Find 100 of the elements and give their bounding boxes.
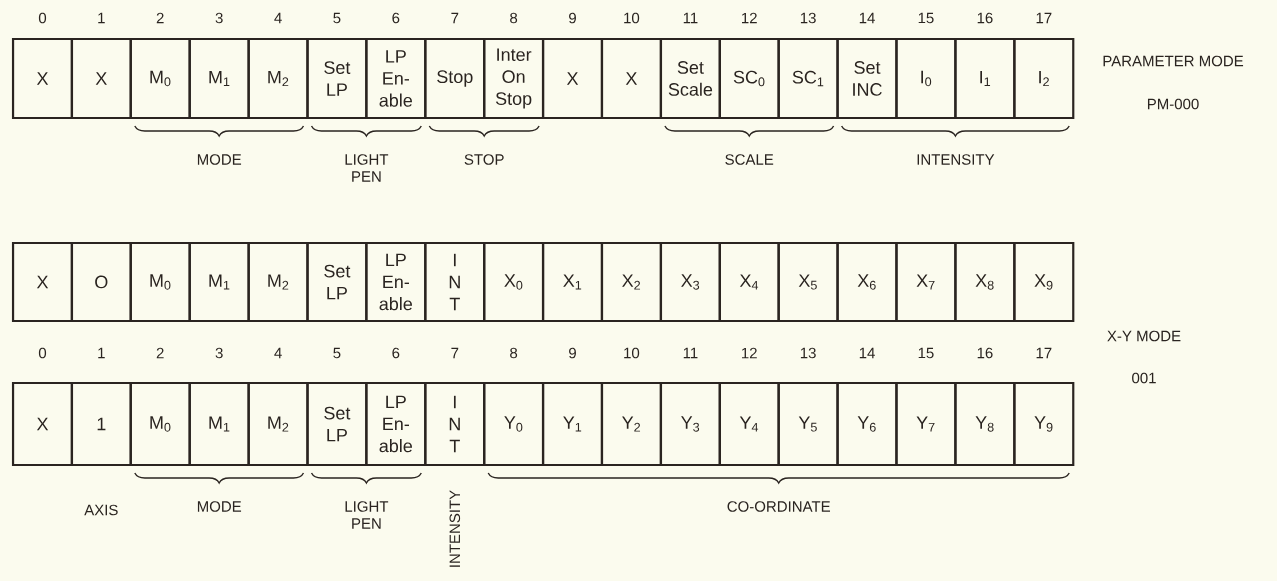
bit-number: 0 <box>38 12 47 24</box>
bit-number: 10 <box>624 12 640 24</box>
bit-cell: O <box>70 241 132 323</box>
bit-cell: X <box>11 241 74 323</box>
bit-cell: Inter On Stop <box>483 37 545 120</box>
bit-cell: X <box>11 381 74 467</box>
field-label: SCALE <box>725 154 774 165</box>
bit-cell: Y$_{6}$ <box>836 381 898 467</box>
bit-number: 8 <box>510 347 518 359</box>
field-label: CO-ORDINATE <box>727 501 830 512</box>
bit-cell: X$_{2}$ <box>600 241 662 323</box>
bit-cell: M$_{2}$ <box>247 37 309 120</box>
bit-number: 15 <box>918 347 934 359</box>
bit-cell: X$_{8}$ <box>954 241 1016 323</box>
bit-cell: X$_{5}$ <box>777 241 839 323</box>
mode-label: PARAMETER MODE <box>1103 55 1244 67</box>
bit-number: 1 <box>98 347 105 359</box>
bit-number: 15 <box>918 12 934 24</box>
bit-cell: Set INC <box>836 37 898 120</box>
bit-cell: X$_{1}$ <box>541 241 604 323</box>
bit-number: 9 <box>569 12 576 24</box>
bit-cell: X$_{7}$ <box>895 241 957 323</box>
bit-number: 8 <box>510 12 518 24</box>
bit-cell: X <box>541 37 604 120</box>
mode-label: 001 <box>1132 372 1156 384</box>
bit-cell: M$_{2}$ <box>247 381 309 467</box>
bit-number: 12 <box>742 347 757 359</box>
bit-cell: I N T <box>424 241 486 323</box>
bit-cell: X <box>11 37 74 120</box>
bit-cell: X <box>70 37 132 120</box>
bit-number: 5 <box>333 347 341 359</box>
bit-number: 9 <box>569 347 576 359</box>
bit-number: 7 <box>451 347 459 359</box>
bit-cell: Y$_{4}$ <box>718 381 780 467</box>
bit-cell: I$_{1}$ <box>954 37 1016 120</box>
bit-cell: Y$_{0}$ <box>483 381 545 467</box>
bit-cell: Y$_{1}$ <box>541 381 604 467</box>
bit-cell: Y$_{3}$ <box>659 381 721 467</box>
bit-cell: X <box>600 37 662 120</box>
bit-cell: Y$_{2}$ <box>600 381 662 467</box>
field-label: INTENSITY <box>449 490 461 567</box>
bit-cell: Set LP <box>306 37 368 120</box>
bit-cell: Set Scale <box>659 37 721 120</box>
bit-number: 10 <box>624 347 640 359</box>
bit-cell: I$_{0}$ <box>895 37 957 120</box>
bit-cell: Y$_{5}$ <box>777 381 839 467</box>
bit-number: 13 <box>800 347 816 359</box>
bit-cell: M$_{0}$ <box>129 37 191 120</box>
bit-cell: LP En- able <box>365 381 427 467</box>
field-label: STOP <box>464 154 504 165</box>
bit-number: 17 <box>1036 12 1052 24</box>
bit-number: 4 <box>274 347 282 359</box>
field-label: AXIS <box>84 504 118 516</box>
bit-cell: M$_{2}$ <box>247 241 309 323</box>
bit-cell: Set LP <box>306 381 368 467</box>
bit-number: 3 <box>215 12 223 24</box>
bit-number: 4 <box>274 12 282 24</box>
field-label: MODE <box>197 154 242 165</box>
bit-number: 7 <box>451 12 459 24</box>
bit-number: 11 <box>683 347 698 359</box>
bit-number: 5 <box>333 12 341 24</box>
bit-cell: I N T <box>424 381 486 467</box>
bit-number: 6 <box>392 347 400 359</box>
bit-number: 1 <box>98 12 105 24</box>
bit-number: 0 <box>38 347 47 359</box>
bit-cell: SC$_{1}$ <box>777 37 839 120</box>
bit-cell: LP En- able <box>365 37 427 120</box>
bit-cell: 1 <box>70 381 132 467</box>
bit-cell: M$_{0}$ <box>129 381 191 467</box>
bit-cell: Y$_{8}$ <box>954 381 1016 467</box>
bit-cell: Y$_{9}$ <box>1013 381 1075 467</box>
bit-cell: X$_{3}$ <box>659 241 721 323</box>
field-label: LIGHT PEN <box>345 154 389 182</box>
bit-number: 2 <box>156 12 164 24</box>
bit-number: 13 <box>800 12 816 24</box>
bit-cell: LP En- able <box>365 241 427 323</box>
bit-number: 2 <box>156 347 164 359</box>
bit-cell: Y$_{7}$ <box>895 381 957 467</box>
bit-number: 12 <box>742 12 757 24</box>
bit-number: 14 <box>859 12 875 24</box>
bit-cell: M$_{1}$ <box>188 241 250 323</box>
bit-cell: M$_{1}$ <box>188 381 250 467</box>
bit-cell: I$_{2}$ <box>1013 37 1075 120</box>
bit-cell: X$_{4}$ <box>718 241 780 323</box>
field-label: LIGHT PEN <box>345 501 389 529</box>
field-label: MODE <box>197 501 242 512</box>
bit-cell: X$_{6}$ <box>836 241 898 323</box>
bit-cell: M$_{0}$ <box>129 241 191 323</box>
bit-number: 11 <box>683 12 698 24</box>
bit-cell: M$_{1}$ <box>188 37 250 120</box>
bit-cell: Stop <box>424 37 486 120</box>
bit-cell: X$_{0}$ <box>483 241 545 323</box>
bit-number: 16 <box>977 347 993 359</box>
bit-cell: SC$_{0}$ <box>718 37 780 120</box>
bit-cell: Set LP <box>306 241 368 323</box>
mode-label: X-Y MODE <box>1107 330 1181 342</box>
bit-number: 14 <box>859 347 875 359</box>
mode-label: PM-000 <box>1148 98 1199 110</box>
bit-cell: X$_{9}$ <box>1013 241 1075 323</box>
bit-number: 6 <box>392 12 400 24</box>
